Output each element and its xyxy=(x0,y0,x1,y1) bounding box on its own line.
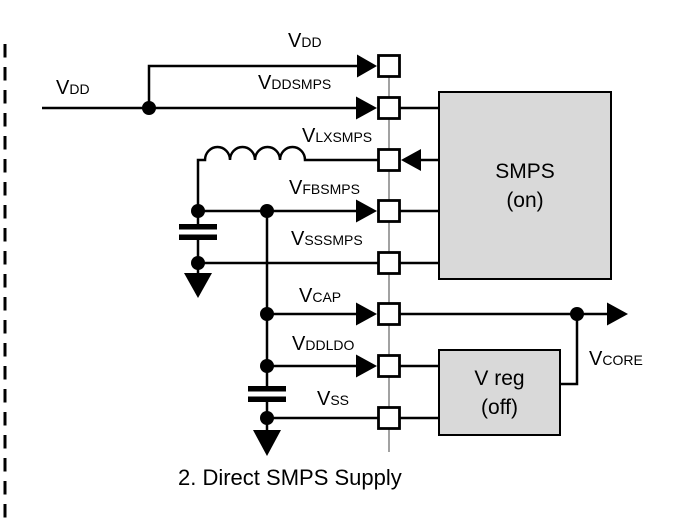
signal-label-vss: VSS xyxy=(317,388,350,410)
signal-label-vdd-input: VDD xyxy=(56,77,90,99)
pin-vdd xyxy=(377,54,401,78)
signal-label-vdd-top: VDD xyxy=(288,30,322,52)
junction-dot xyxy=(142,101,156,115)
ground-arrow xyxy=(253,430,281,456)
pin-vss xyxy=(377,406,401,430)
wire-vcore-to-vreg xyxy=(560,314,579,386)
pin-vcap xyxy=(377,302,401,326)
smps-block-state: (on) xyxy=(506,188,544,212)
wire-vdd-top xyxy=(147,54,377,108)
pin-vddldo xyxy=(377,354,401,378)
wire-vddldo xyxy=(260,354,440,378)
output-arrow-vcore xyxy=(607,302,628,326)
signal-label-vfbsmps: VFBSMPS xyxy=(289,177,360,199)
signal-label-vcap: VCAP xyxy=(299,285,342,307)
ground-left xyxy=(184,263,212,298)
figure-caption: 2. Direct SMPS Supply xyxy=(178,465,402,490)
output-arrow-vlxsmps xyxy=(401,149,421,171)
input-arrow-vddldo xyxy=(356,354,377,378)
signal-label-vddldo: VDDLDO xyxy=(292,333,355,355)
wire-vfbsmps xyxy=(191,199,440,223)
wire-vsssmps xyxy=(191,256,440,270)
input-arrow-vfbsmps xyxy=(356,199,377,223)
inductor xyxy=(196,145,378,211)
capacitor-left xyxy=(179,211,217,263)
capacitor-right xyxy=(248,366,286,418)
vreg-block: V reg (off) xyxy=(438,349,561,436)
pin-vfbsmps xyxy=(377,199,401,223)
signal-label-vlxsmps: VLXSMPS xyxy=(302,125,373,147)
input-arrow-vdd xyxy=(357,54,377,78)
ground-arrow xyxy=(184,273,212,298)
wire-vcap xyxy=(260,302,628,386)
junction-dot xyxy=(260,307,274,321)
smps-block: SMPS (on) xyxy=(438,91,612,280)
pin-vddsmps xyxy=(377,96,401,120)
pin-vsssmps xyxy=(377,251,401,275)
smps-block-name: SMPS xyxy=(495,159,555,183)
vreg-block-name: V reg xyxy=(474,366,525,390)
signal-label-vcore: VCORE xyxy=(589,348,643,370)
wire-vss xyxy=(260,411,440,425)
wire-vddsmps xyxy=(42,96,440,120)
pin-vlxsmps xyxy=(377,148,401,172)
input-arrow-vcap xyxy=(356,302,377,326)
vreg-block-state: (off) xyxy=(481,395,518,419)
signal-label-vsssmps: VSSSMPS xyxy=(291,228,363,250)
wire-vlxsmps xyxy=(196,145,440,211)
signal-label-vddsmps: VDDSMPS xyxy=(258,72,332,94)
ground-right xyxy=(253,418,281,456)
chip-pins xyxy=(377,54,401,430)
input-arrow-vddsmps xyxy=(356,96,377,120)
